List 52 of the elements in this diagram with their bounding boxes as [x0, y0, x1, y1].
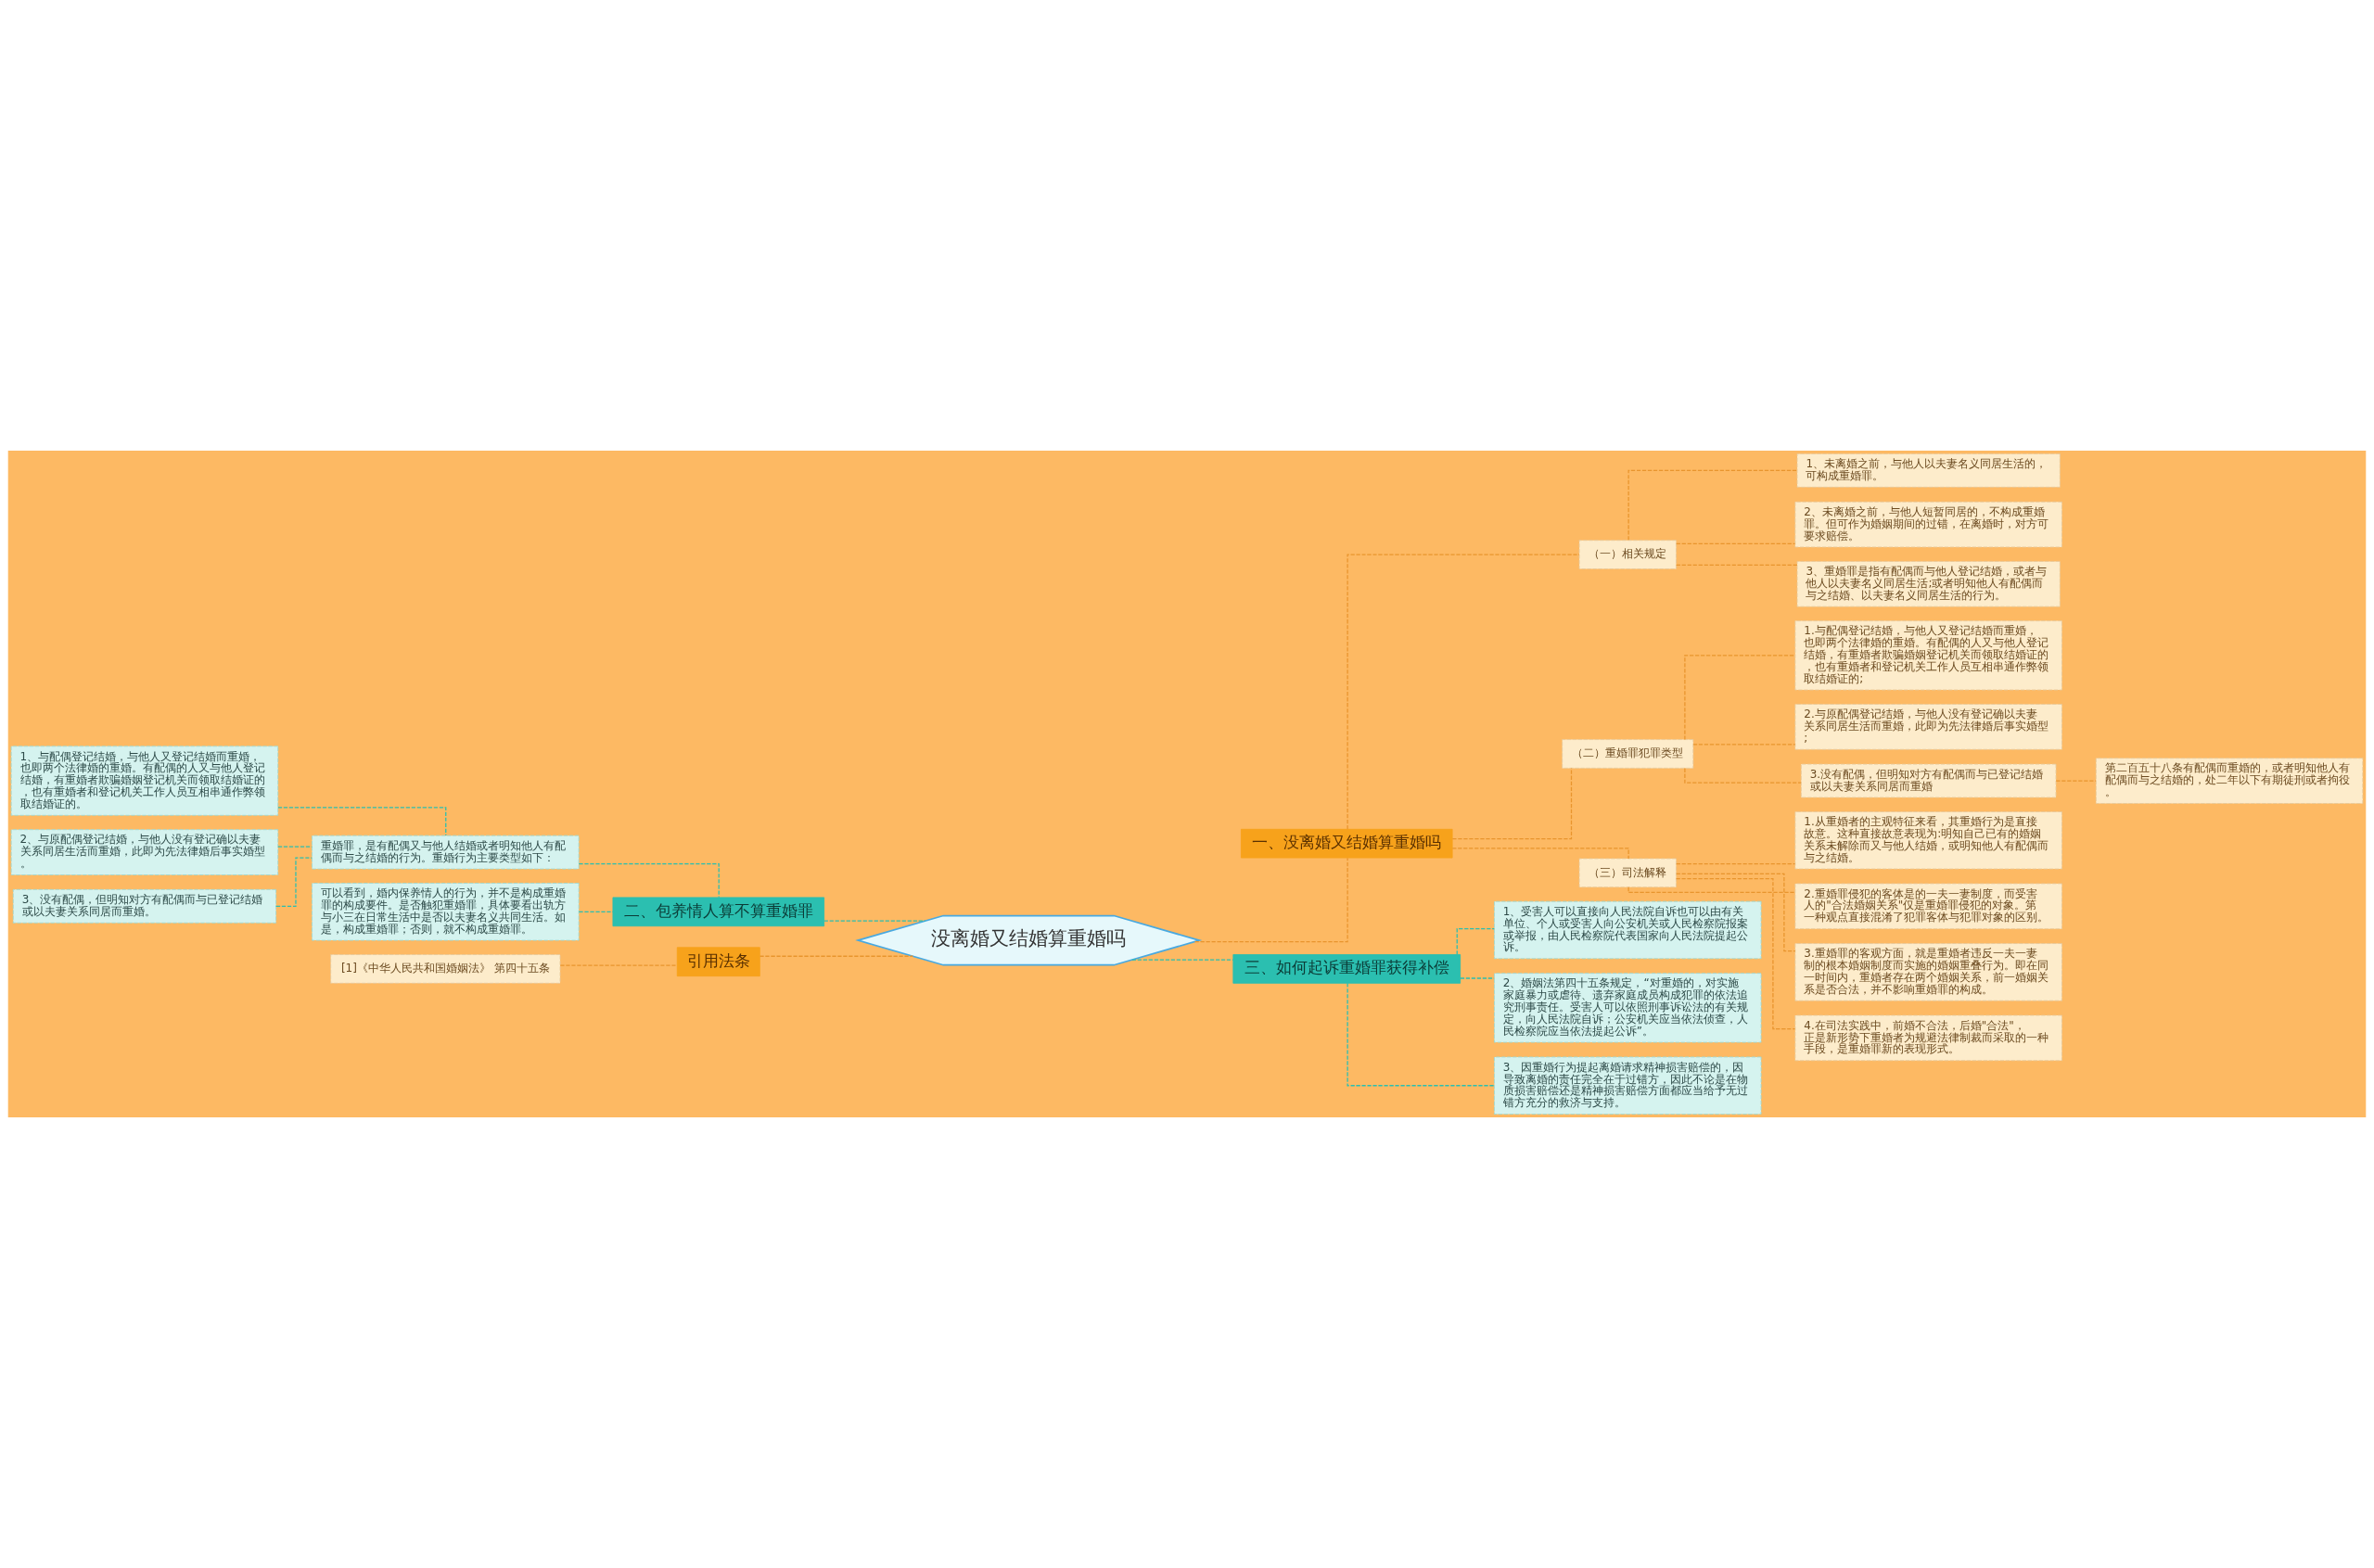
node-box: 2、与原配偶登记结婚，与他人没有登记确以夫妻关系同居生活而重婚，此即为先法律婚后事实婚型。: [10, 829, 279, 875]
node-box: 1、受害人可以直接向人民法院自诉也可以由有关单位、个人或受害人向公安机关或人民检察院报案或举报，由人民检察院代表国家向人民法院提起公诉。: [1494, 900, 1762, 960]
node-box: 二、包养情人算不算重婚罪: [612, 897, 825, 927]
connector: [559, 964, 678, 966]
node-box: 重婚罪，是有配偶又与他人结婚或者明知他人有配偶而与之结婚的行为。重婚行为主要类型如下：: [312, 835, 580, 870]
node-box: 1、与配偶登记结婚，与他人又登记结婚而重婚，也即两个法律婚的重婚。有配偶的人又与他人登记结婚，有重婚者欺骗婚姻登记机关而领取结婚证的，也有重婚者和登记机关工作人员互相串通作弊领取结婚证的。: [10, 746, 279, 816]
connector: [1456, 927, 1496, 956]
connector: [1193, 857, 1348, 943]
connector: [1684, 655, 1796, 741]
connector: [578, 862, 720, 899]
node-box: （一）相关规定: [1578, 540, 1677, 569]
node-box: （二）重婚罪犯罪类型: [1562, 739, 1694, 769]
connector: [578, 911, 614, 912]
node-box: 1.从重婚者的主观特征来看，其重婚行为是直接故意。这种直接故意表现为:明知自己已有的婚姻关系未解除而又与他人结婚，或明知他人有配偶而与之结婚。: [1794, 811, 2062, 870]
connector: [1684, 767, 1802, 784]
connector: [1347, 554, 1580, 830]
connector: [1692, 744, 1796, 746]
node-box: 4.在司法实践中，前婚不合法，后婚"合法"，正是新形势下重婚者为规避法律制裁而采取的一种手段，是重婚罪新的表现形式。: [1794, 1014, 2062, 1062]
node-box: 3、没有配偶，但明知对方有配偶而与已登记结婚或以夫妻关系同居而重婚。: [12, 888, 276, 924]
connector: [823, 920, 926, 922]
connector: [1676, 873, 1796, 952]
connector: [1627, 469, 1798, 541]
node-box: 2、未离婚之前，与他人短暂同居的，不构成重婚罪。但可作为婚姻期间的过错，在离婚时，对方可要求赔偿。: [1794, 501, 2062, 548]
connector: [1676, 862, 1796, 865]
node-box: 3.没有配偶，但明知对方有配偶而与已登记结婚或以夫妻关系同居而重婚: [1800, 763, 2057, 798]
connector: [1676, 878, 1796, 1030]
node-box: 3、重婚罪是指有配偶而与他人登记结婚，或者与他人以夫妻名义同居生活;或者明知他人有配偶而与之结婚、以夫妻名义同居生活的行为。: [1796, 561, 2061, 607]
connector: [1460, 977, 1495, 979]
node-box: [1]《中华人民共和国婚姻法》 第四十五条: [330, 954, 561, 984]
node-box: 2.重婚罪侵犯的客体是的一夫一妻制度，而受害人的"合法婚姻关系"仅是重婚罪侵犯的对象。第一种观点直接混淆了犯罪客体与犯罪对象的区别。: [1794, 883, 2062, 930]
node-box: 第二百五十八条有配偶而重婚的，或者明知他人有配偶而与之结婚的，处二年以下有期徒刑或者拘役。: [2095, 758, 2364, 804]
node-box: 3、因重婚行为提起离婚请求精神损害赔偿的，因导致离婚的责任完全在于过错方，因此不论是在物质损害赔偿还是精神损害赔偿方面都应当给予无过错方充分的救济与支持。: [1494, 1056, 1762, 1115]
node-box: 2、婚姻法第四十五条规定，“对重婚的，对实施家庭暴力或虐待、遗弃家庭成员构成犯罪的依法追究刑事责任。受害人可以依照刑事诉讼法的有关规定，向人民法院自诉；公安机关应当依法侦查，人民检察院应当依法提起公诉”。: [1494, 973, 1762, 1043]
node-box: 三、如何起诉重婚罪获得补偿: [1232, 954, 1461, 984]
connector: [2055, 780, 2097, 782]
node-box: 1、未离婚之前，与他人以夫妻名义同居生活的，可构成重婚罪。: [1796, 453, 2061, 488]
node-box: 2.与原配偶登记结婚，与他人没有登记确以夫妻关系同居生活而重婚，此即为先法律婚后事实婚型;: [1794, 704, 2062, 750]
connector: [1131, 959, 1234, 961]
connector: [1451, 767, 1573, 840]
node-box: 3.重婚罪的客观方面，就是重婚者违反一夫一妻制的根本婚姻制度而实施的婚姻重叠行为。即在同一时间内，重婚者存在两个婚姻关系，前一婚姻关系是否合法，并不影响重婚罪的构成。: [1794, 943, 2062, 1001]
connector: [1627, 886, 1796, 893]
connector: [759, 955, 914, 957]
connector: [1676, 542, 1796, 544]
node-box: 1.与配偶登记结婚，与他人又登记结婚而重婚，也即两个法律婚的重婚。有配偶的人又与他人登记结婚，有重婚者欺骗婚姻登记机关而领取结婚证的，也有重婚者和登记机关工作人员互相串通作弊领取结婚证的;: [1794, 620, 2062, 691]
connector: [1347, 982, 1495, 1087]
connector: [277, 846, 313, 848]
connector: [1676, 564, 1798, 567]
node-box: 可以看到，婚内保养情人的行为，并不是构成重婚罪的构成要件。是否触犯重婚罪，具体要看出轨方与小三在日常生活中是否以夫妻名义共同生活。如是，构成重婚罪；否则，就不构成重婚罪。: [312, 883, 580, 941]
node-box: 引用法条: [676, 947, 760, 977]
connector: [1451, 848, 1629, 860]
node-box: （三）司法解释: [1578, 858, 1677, 888]
node-box: 一、没离婚又结婚算重婚吗: [1241, 828, 1453, 859]
